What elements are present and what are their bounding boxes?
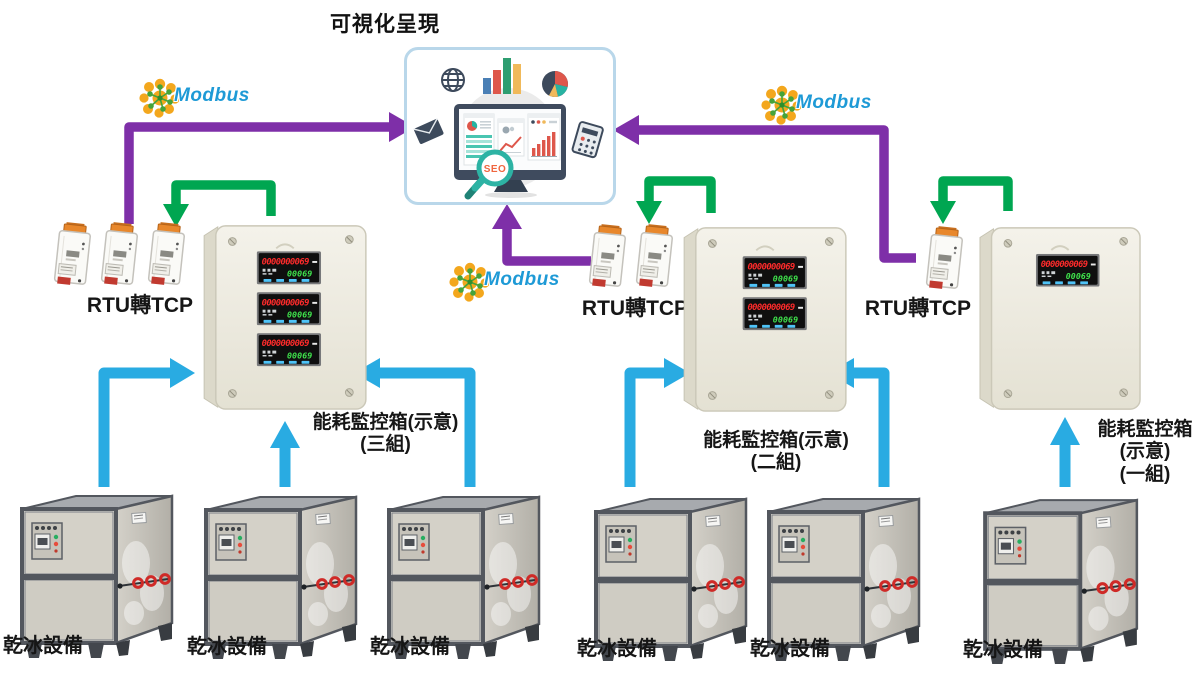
- machine6-label: 乾冰設備: [963, 639, 1043, 661]
- rtu-device: [635, 223, 675, 290]
- rtu-converter-group-middle: [585, 222, 680, 296]
- machine4-label: 乾冰設備: [577, 638, 657, 660]
- cabinet1-label-line2: (三組): [360, 434, 411, 456]
- seo-magnifier-icon: SEO: [464, 149, 514, 200]
- rtu-device: [100, 221, 140, 288]
- modbus-link-middle-arrow: [492, 204, 591, 266]
- cabinet1-label: 能耗監控箱(示意) (三組): [298, 412, 473, 457]
- dry-ice-machine-3: 乾冰設備: [370, 484, 543, 660]
- machine6-to-cabinet3-arrow: [1050, 417, 1080, 487]
- dry-ice-machine-1: 乾冰設備: [3, 483, 176, 659]
- visualization-panel: SEO: [404, 47, 616, 205]
- energy-meter: [256, 292, 322, 326]
- monitoring-cabinet-1: [200, 222, 370, 412]
- rtu-label-left: RTU轉TCP: [86, 294, 194, 317]
- rtu-device: [147, 221, 187, 288]
- cabinet2-label: 能耗監控箱(示意) (二組): [692, 430, 860, 475]
- monitoring-cabinet-2: [680, 224, 850, 414]
- globe-icon: [441, 68, 465, 92]
- machine3-label: 乾冰設備: [370, 636, 450, 658]
- seo-badge: SEO: [484, 164, 507, 175]
- page-title: 可視化呈現: [330, 13, 440, 36]
- cabinet2-label-line1: 能耗監控箱(示意): [703, 430, 849, 451]
- machine2-label: 乾冰設備: [187, 636, 267, 658]
- cabinet3-to-rtu-arrow: [930, 176, 1013, 224]
- cabinet3-label-line2: (示意): [1119, 441, 1171, 463]
- dry-ice-machine-5: 乾冰設備: [750, 486, 923, 662]
- energy-meter: [1035, 253, 1100, 287]
- modbus-logo-text: Modbus: [796, 92, 872, 113]
- rtu-device: [925, 225, 965, 292]
- analytics-dashboard-illustration: SEO: [413, 58, 604, 200]
- rtu-label-middle: RTU轉TCP: [581, 297, 689, 320]
- energy-meter: [742, 297, 807, 331]
- rtu-label-right: RTU轉TCP: [864, 297, 972, 320]
- bar-chart-icon: [483, 58, 521, 94]
- machine1-label: 乾冰設備: [3, 635, 83, 657]
- dry-ice-machine-4: 乾冰設備: [577, 486, 750, 662]
- cabinet1-label-line1: 能耗監控箱(示意): [312, 412, 459, 433]
- rtu-device: [588, 223, 628, 290]
- modbus-logo-text: Modbus: [484, 269, 560, 290]
- dry-ice-machine-6: 乾冰設備: [963, 487, 1144, 663]
- machine2-to-cabinet1-arrow: [270, 421, 300, 487]
- monitoring-cabinet-3: [975, 224, 1145, 412]
- cabinet3-label-line1: 能耗監控箱: [1097, 419, 1193, 440]
- energy-meter: [256, 333, 322, 367]
- energy-meter: [742, 256, 807, 290]
- calculator-icon: [571, 121, 604, 159]
- dry-ice-machine-2: 乾冰設備: [187, 484, 360, 660]
- modbus-logo-middle: Modbus: [448, 260, 560, 304]
- energy-meter: [256, 251, 322, 285]
- envelope-icon: [413, 118, 444, 144]
- monitor-dashboard: [454, 104, 566, 198]
- cabinet3-label-line3: (一組): [1119, 463, 1171, 485]
- machine1-to-cabinet1-arrow: [98, 358, 195, 487]
- rtu-device: [53, 221, 93, 288]
- modbus-logo-left: Modbus: [138, 76, 250, 120]
- cabinet2-to-rtu-arrow: [636, 176, 716, 224]
- modbus-link-left-arrow: [124, 112, 415, 224]
- modbus-logo-text: Modbus: [174, 85, 250, 106]
- pie-chart-icon: [542, 71, 568, 97]
- cabinet2-label-line2: (二組): [750, 452, 802, 474]
- machine5-label: 乾冰設備: [750, 638, 830, 660]
- rtu-converter-group-left: [50, 220, 192, 294]
- cabinet3-label: 能耗監控箱 (示意) (一組): [1086, 419, 1200, 486]
- modbus-logo-right: Modbus: [760, 83, 872, 127]
- rtu-converter-group-right: [921, 224, 969, 298]
